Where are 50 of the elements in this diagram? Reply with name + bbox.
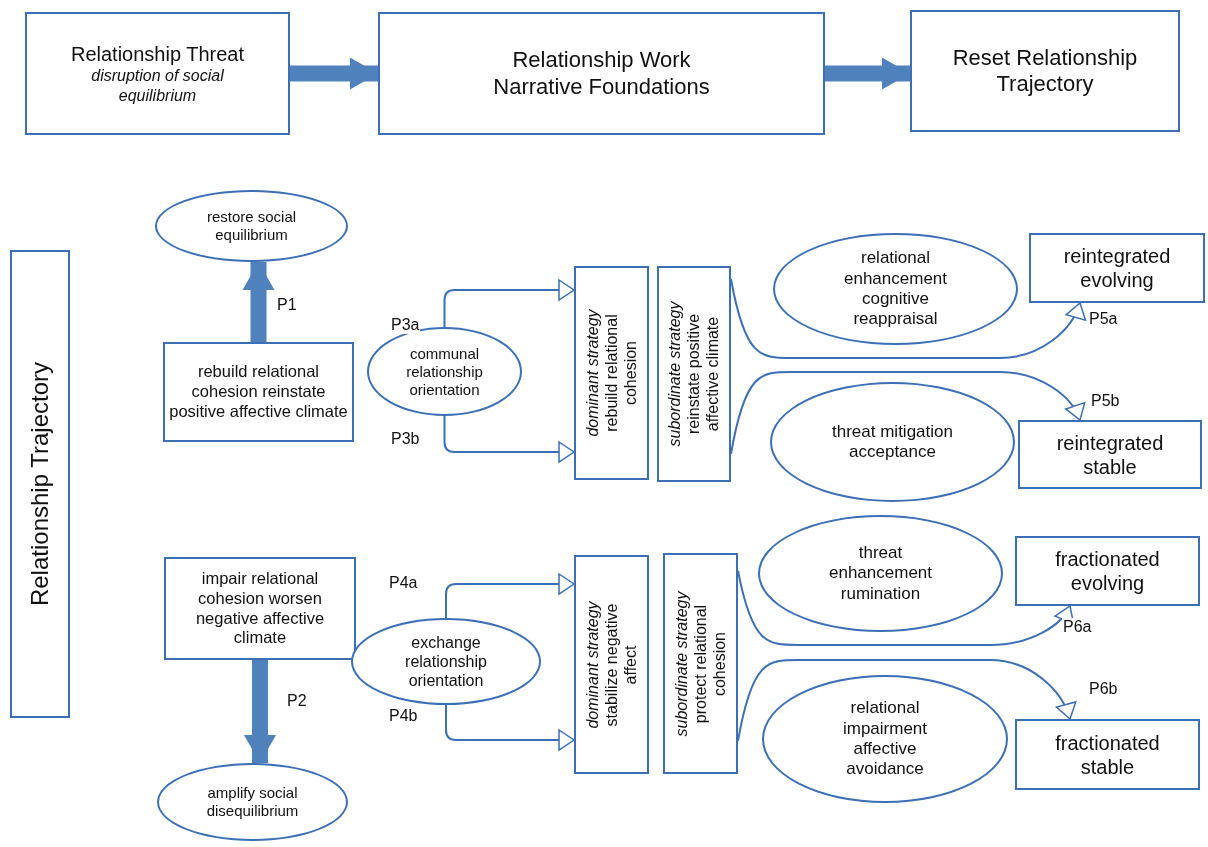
process-box bbox=[1015, 719, 1200, 790]
node-label: fractionated stable bbox=[1054, 730, 1161, 779]
process-box bbox=[1029, 233, 1205, 303]
edge-label: P3a bbox=[390, 316, 421, 334]
node-label: impair relational cohesion worsen negative affective climate bbox=[194, 568, 326, 649]
hollow-arrow bbox=[445, 573, 575, 619]
node-label: exchange relationship orientation bbox=[404, 632, 488, 691]
block-arrow bbox=[242, 262, 275, 342]
node-label: Relationship Trajectory bbox=[25, 361, 54, 607]
node-label: amplify social disequilibrium bbox=[205, 784, 300, 820]
node-label: reintegrated evolving bbox=[1062, 244, 1172, 292]
node-subtitle: subordinate strategy bbox=[671, 591, 691, 736]
process-box bbox=[574, 555, 649, 774]
process-box bbox=[1018, 420, 1202, 489]
node-label: rebuild relational cohesion bbox=[601, 313, 641, 434]
block-arrow bbox=[825, 57, 910, 90]
node-label: stabilize negative affect bbox=[601, 602, 641, 728]
node-label: Relationship Threat bbox=[70, 42, 245, 67]
process-box bbox=[1015, 536, 1200, 606]
node-label: threat enhancement rumination bbox=[829, 542, 932, 605]
node-subtitle: disruption of social equilibrium bbox=[90, 66, 225, 105]
block-arrow bbox=[290, 57, 378, 90]
node-label: relational impairment affective avoidance bbox=[841, 698, 929, 780]
block-arrow bbox=[244, 660, 276, 763]
node-label: Reset Relationship Trajectory bbox=[951, 44, 1139, 98]
process-box bbox=[163, 342, 354, 442]
hollow-arrow bbox=[443, 415, 575, 463]
hollow-arrow bbox=[445, 704, 575, 751]
process-box bbox=[10, 250, 70, 718]
node-label: protect relational cohesion bbox=[690, 603, 730, 725]
node-subtitle: dominant strategy bbox=[582, 600, 602, 729]
process-box bbox=[574, 266, 649, 480]
node-subtitle: subordinate strategy bbox=[665, 301, 685, 447]
node-label: Relationship Work Narrative Foundations bbox=[492, 47, 711, 100]
process-box bbox=[164, 557, 356, 660]
hollow-arrow bbox=[443, 279, 575, 328]
node-label: reintegrated stable bbox=[1055, 430, 1165, 479]
process-box bbox=[657, 266, 731, 482]
process-box bbox=[910, 10, 1180, 132]
node-label: communal relationship orientation bbox=[405, 344, 484, 399]
node-label: relational enhancement cognitive reappraisal bbox=[844, 248, 947, 330]
process-box bbox=[378, 12, 825, 135]
process-box bbox=[663, 553, 738, 774]
node-label: restore social equilibrium bbox=[205, 208, 298, 244]
node-subtitle: dominant strategy bbox=[582, 309, 602, 437]
node-label: fractionated evolving bbox=[1054, 547, 1161, 595]
process-box bbox=[25, 12, 290, 135]
node-label: threat mitigation acceptance bbox=[831, 421, 954, 463]
node-label: reinstate positive affective climate bbox=[684, 312, 723, 437]
node-label: rebuild relational cohesion reinstate positive affective climate bbox=[169, 362, 348, 422]
